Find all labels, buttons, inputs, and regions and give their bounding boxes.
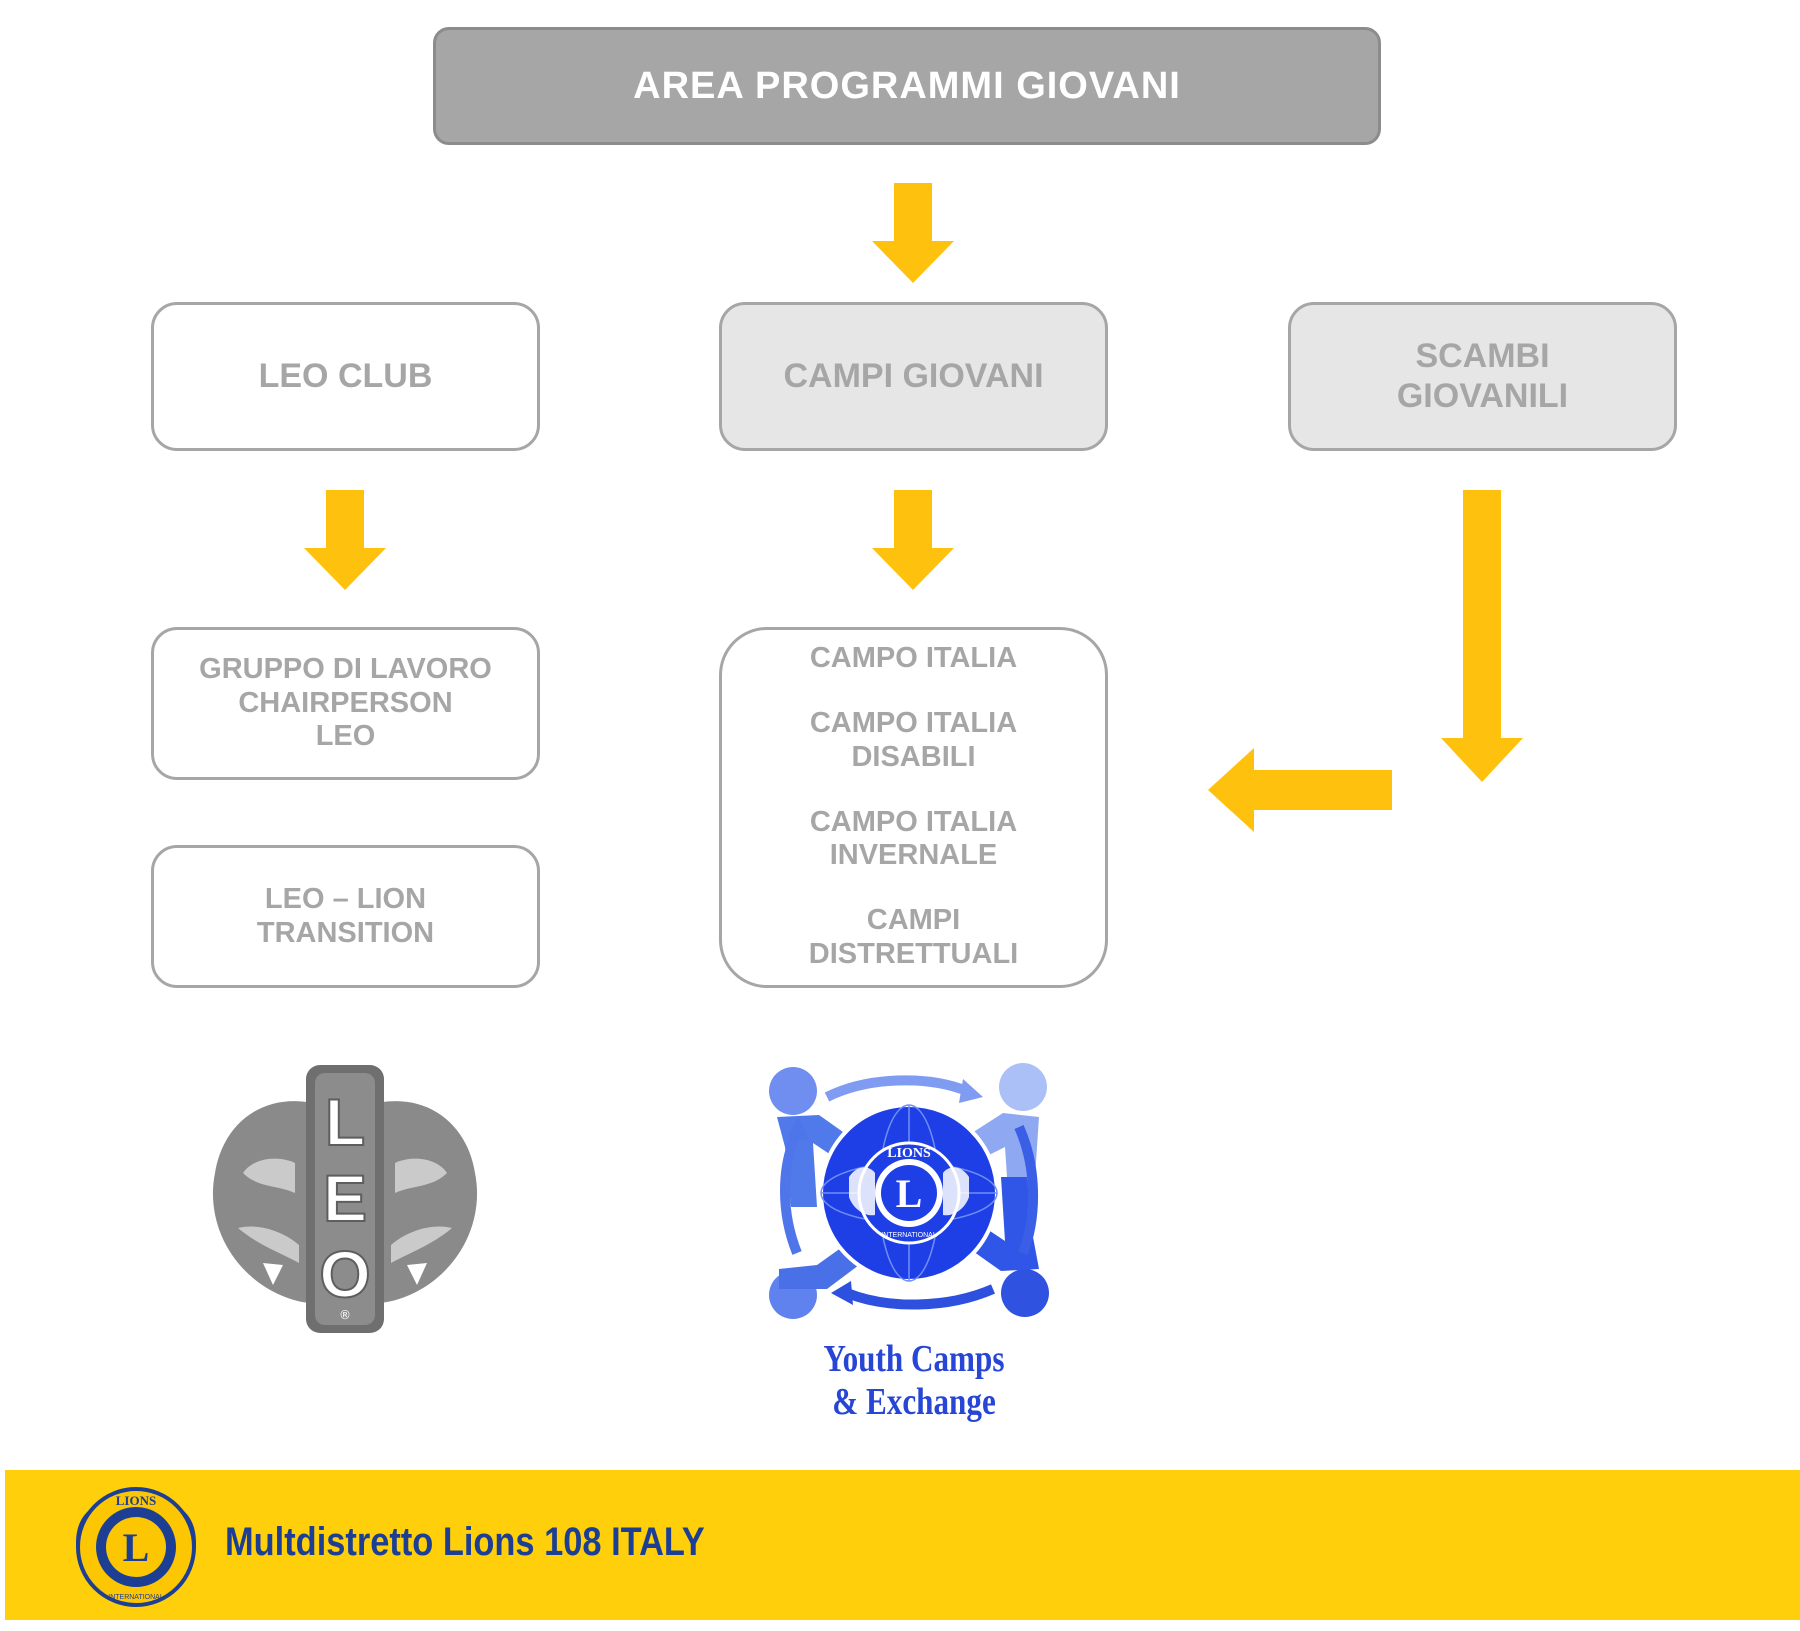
leo-logo: L E O ® <box>212 1065 478 1333</box>
gruppo-line: LEO <box>315 720 376 753</box>
scambi-label-line: GIOVANILI <box>1396 376 1569 415</box>
campo-item-line: CAMPO ITALIA <box>809 805 1018 838</box>
header-title: AREA PROGRAMMI GIOVANI <box>633 64 1181 107</box>
footer-text: Multdistretto Lions 108 ITALY <box>225 1520 705 1564</box>
youth-camps-caption: Youth Camps & Exchange <box>791 1338 1037 1423</box>
campi-giovani-box: CAMPI GIOVANI <box>719 302 1108 451</box>
gruppo-line: CHAIRPERSON <box>238 686 453 719</box>
arrow-left-scambi <box>1208 748 1392 832</box>
leo-club-label: LEO CLUB <box>258 356 433 395</box>
scambi-label-line: SCAMBI <box>1415 337 1550 376</box>
youth-camps-line: & Exchange <box>832 1380 996 1423</box>
youth-emblem-letter: L <box>896 1171 923 1216</box>
campo-item-line: DISTRETTUALI <box>808 937 1019 970</box>
leo-logo-letter: O <box>319 1237 370 1311</box>
campi-giovani-label: CAMPI GIOVANI <box>783 356 1044 395</box>
campo-item-line: INVERNALE <box>829 839 998 872</box>
arrow-down-leo-club <box>304 490 386 590</box>
campi-list-box: CAMPO ITALIA CAMPO ITALIA DISABILI CAMPO… <box>719 627 1108 988</box>
lions-emblem-icon: LIONS L INTERNATIONAL <box>75 1487 197 1607</box>
campo-item: CAMPI DISTRETTUALI <box>809 904 1018 971</box>
youth-emblem-ring: LIONS <box>887 1146 931 1161</box>
leo-logo-letter: E <box>323 1161 367 1235</box>
campo-item: CAMPO ITALIA <box>810 642 1017 675</box>
campo-item-line: CAMPI <box>866 904 961 937</box>
leo-lion-transition-box: LEO – LION TRANSITION <box>151 845 540 988</box>
footer-emblem-ring: LIONS <box>116 1493 156 1508</box>
gruppo-line: GRUPPO DI LAVORO <box>199 653 492 686</box>
footer-emblem-sub: INTERNATIONAL <box>108 1594 164 1601</box>
leo-club-box: LEO CLUB <box>151 302 540 451</box>
campo-item-line: DISABILI <box>851 740 976 773</box>
header-box: AREA PROGRAMMI GIOVANI <box>433 27 1381 145</box>
arrow-down-campi-giovani <box>872 490 954 590</box>
youth-emblem-sub: INTERNATIONAL <box>881 1232 937 1239</box>
arrow-down-header <box>872 183 954 283</box>
youth-camps-line: Youth Camps <box>823 1338 1005 1380</box>
arrow-down-scambi <box>1441 490 1523 782</box>
campo-item-line: CAMPO ITALIA <box>809 642 1018 674</box>
leo-logo-letter: L <box>325 1085 365 1159</box>
scambi-giovanili-box: SCAMBI GIOVANILI <box>1288 302 1677 451</box>
campo-item: CAMPO ITALIA INVERNALE <box>810 806 1017 873</box>
leo-logo-registered: ® <box>339 1308 351 1322</box>
transition-line: TRANSITION <box>256 916 435 949</box>
youth-camps-logo: LIONS L INTERNATIONAL <box>769 1063 1049 1319</box>
gruppo-lavoro-box: GRUPPO DI LAVORO CHAIRPERSON LEO <box>151 627 540 780</box>
transition-line: LEO – LION <box>264 883 427 916</box>
footer-emblem-letter: L <box>123 1525 150 1570</box>
footer-band: LIONS L INTERNATIONAL Multdistretto Lion… <box>5 1470 1800 1620</box>
campo-item-line: CAMPO ITALIA <box>809 707 1018 740</box>
campo-item: CAMPO ITALIA DISABILI <box>810 707 1017 774</box>
